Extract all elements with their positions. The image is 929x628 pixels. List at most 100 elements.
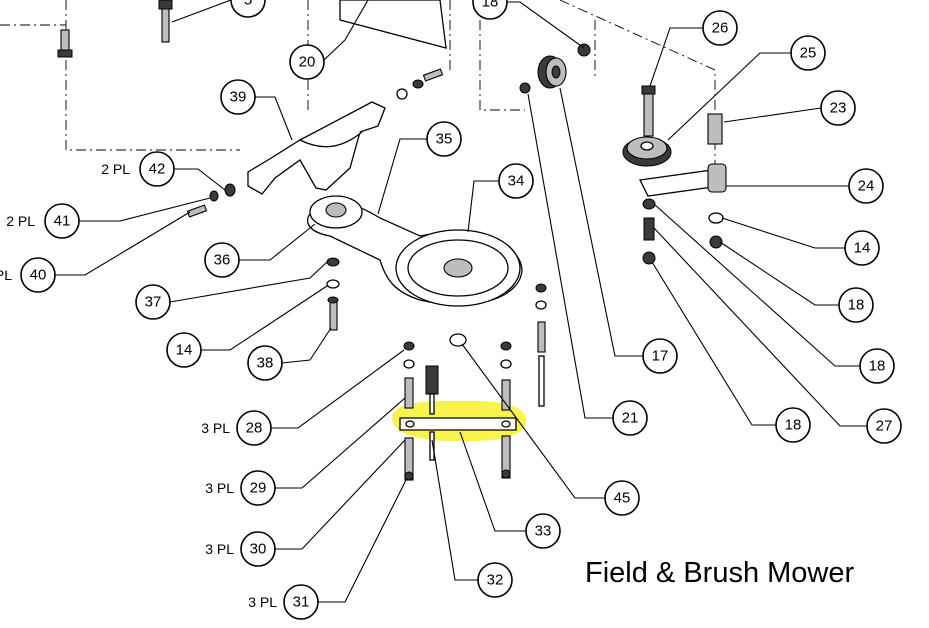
callout-circle (604, 480, 640, 516)
callout-number: 25 (800, 45, 817, 62)
callout-circle (247, 345, 283, 381)
leader-line-37 (169, 261, 328, 303)
pulley-part-25 (622, 136, 672, 167)
quantity-label: 3 PL (201, 420, 230, 436)
callout-number: 24 (858, 178, 875, 195)
leader-line-17 (559, 87, 643, 357)
callout-29: 29 3 PL (205, 470, 276, 506)
callout-number: 23 (830, 100, 847, 117)
bolt-part-5 (158, 0, 173, 43)
callout-number: 18 (482, 0, 499, 11)
callout-circle (426, 121, 462, 157)
quantity-label: 3 PL (205, 480, 234, 496)
callout-number: 33 (535, 523, 552, 540)
leader-line-20 (323, 0, 369, 61)
callout-number: 17 (652, 348, 669, 365)
callout-35: 35 (426, 121, 462, 157)
callout-number: 32 (487, 572, 504, 589)
callout-18: 18 (472, 0, 508, 20)
leader-line-34 (467, 180, 499, 233)
leader-line-31 (318, 479, 407, 603)
callout-30: 30 3 PL (205, 531, 276, 567)
callout-27: 27 (866, 408, 902, 444)
callout-circle (472, 0, 508, 20)
callout-number: 28 (246, 420, 263, 437)
callout-number: 42 (149, 161, 166, 178)
bracket-part-39 (247, 101, 386, 195)
quantity-label: 3 PL (205, 541, 234, 557)
callout-18: 18 (775, 407, 811, 443)
callout-number: 38 (257, 355, 274, 372)
callout-number: 37 (145, 294, 162, 311)
nut-part-41 (209, 190, 219, 202)
callout-number: 39 (230, 89, 247, 106)
callout-number: 29 (250, 480, 267, 497)
leader-line-14 (201, 285, 328, 351)
leader-line-27 (653, 227, 867, 427)
plate-33-hole-b (501, 420, 511, 428)
hardware-near-20 (396, 68, 444, 100)
callout-5: 5 (230, 0, 266, 18)
callout-circle (20, 257, 56, 293)
dashed-construction-lines (0, 0, 716, 180)
callout-number: 30 (250, 541, 267, 558)
callout-33: 33 (525, 513, 561, 549)
washer-part-21 (519, 82, 531, 94)
callout-number: 26 (712, 20, 729, 37)
callout-17: 17 (642, 338, 678, 374)
callout-36: 36 (204, 242, 240, 278)
leader-line-32 (431, 439, 478, 581)
callout-number: 34 (508, 173, 525, 190)
callout-18: 18 (859, 348, 895, 384)
nut-part-18-stack-b (642, 251, 656, 265)
callout-number: 18 (869, 358, 886, 375)
callout-circle (166, 332, 202, 368)
callout-28: 28 3 PL (201, 410, 272, 446)
plate-33-hole-a (405, 420, 415, 428)
stud-assembly-right (535, 283, 547, 407)
washer-part-14-center (326, 279, 340, 289)
callout-14: 14 (844, 230, 880, 266)
callout-number: 18 (848, 297, 865, 314)
leader-line-5 (171, 0, 232, 23)
pulley-part-17 (537, 55, 567, 89)
callout-circle (44, 203, 80, 239)
leader-line-40 (55, 211, 191, 276)
callout-circle (790, 35, 826, 71)
washer-part-42 (224, 183, 236, 197)
callout-40: 40 PL (0, 257, 56, 293)
leader-line-33 (459, 431, 526, 532)
callout-number: 21 (622, 410, 639, 427)
callout-circle (289, 44, 325, 80)
callout-circle (139, 151, 175, 187)
callout-18: 18 (838, 287, 874, 323)
callout-number: 40 (30, 267, 47, 284)
leader-line-42 (174, 168, 226, 191)
callout-circle (642, 338, 678, 374)
callout-circle (498, 163, 534, 199)
callout-24: 24 (848, 168, 884, 204)
callout-number: 45 (614, 490, 631, 507)
bolt-top-left (57, 29, 73, 58)
callout-circle (204, 242, 240, 278)
callout-41: 412 PL (6, 203, 80, 239)
leader-line-23 (723, 107, 822, 123)
quantity-label: PL (0, 267, 12, 283)
callout-number: 5 (244, 0, 252, 9)
quantity-label: 3 PL (248, 594, 277, 610)
leader-line-18 (651, 261, 776, 426)
leader-line-38 (281, 327, 332, 364)
spring-part-32 (425, 365, 439, 461)
callout-38: 38 (247, 345, 283, 381)
callout-circle (240, 470, 276, 506)
callout-circle (135, 284, 171, 320)
spacer-part-23 (707, 113, 723, 145)
callout-circle (844, 230, 880, 266)
washer-part-45 (449, 333, 467, 347)
leader-line-18 (719, 241, 839, 306)
callout-number: 14 (854, 240, 871, 257)
quantity-label: 2 PL (6, 213, 35, 229)
callout-34: 34 (498, 163, 534, 199)
